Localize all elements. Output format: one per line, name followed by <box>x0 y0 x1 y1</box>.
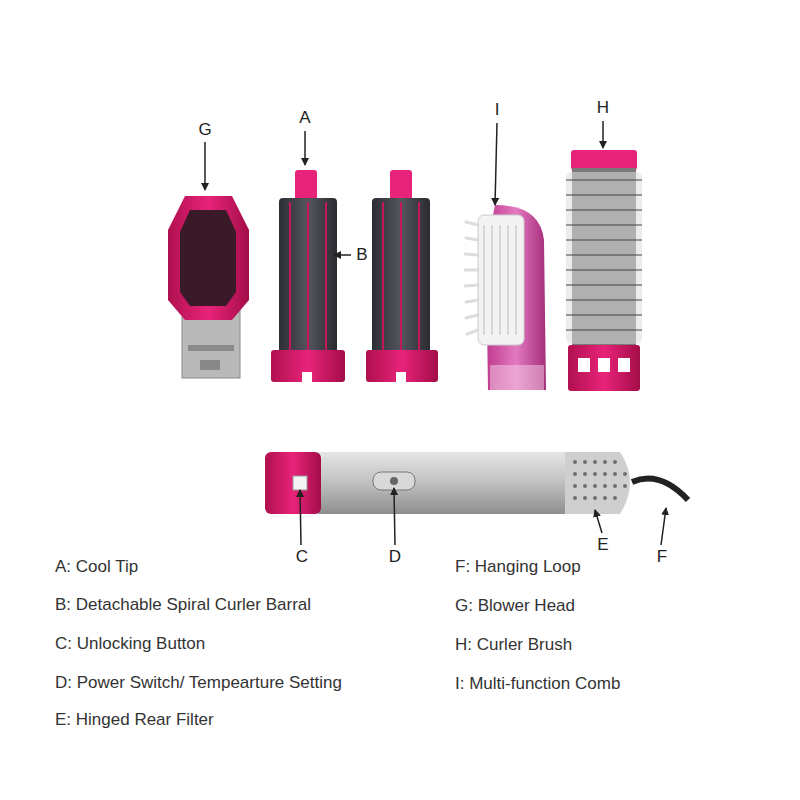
part-list-item: I: Multi-function Comb <box>455 675 620 694</box>
part-list-item: F: Hanging Loop <box>455 558 581 577</box>
part-list-item: D: Power Switch/ Tempearture Setting <box>55 674 342 693</box>
part-list-item: C: Unlocking Button <box>55 635 205 654</box>
callout-letter: D <box>389 548 401 567</box>
callout-letter: G <box>198 121 211 140</box>
callout-letter: B <box>356 246 367 265</box>
callout-letter: H <box>597 99 609 118</box>
part-list-item: H: Curler Brush <box>455 636 572 655</box>
callout-letter: C <box>296 548 308 567</box>
part-list-item: G: Blower Head <box>455 597 575 616</box>
part-list-item: E: Hinged Rear Filter <box>55 711 214 730</box>
part-list-item: A: Cool Tip <box>55 558 138 577</box>
callout-letter: E <box>597 536 608 555</box>
callout-letter: I <box>495 101 500 120</box>
callout-letter: F <box>657 548 667 567</box>
callout-letter: A <box>299 109 310 128</box>
part-list-item: B: Detachable Spiral Curler Barral <box>55 596 311 615</box>
